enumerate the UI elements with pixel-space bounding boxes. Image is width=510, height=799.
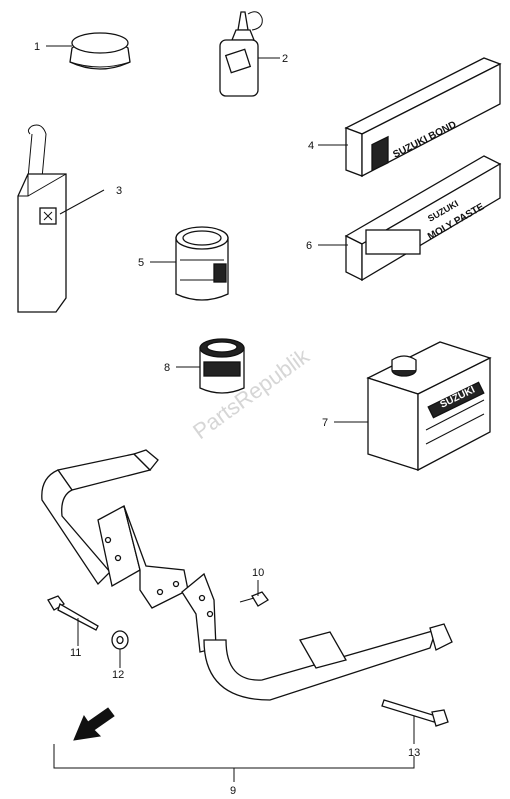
callout-6: 6 bbox=[306, 240, 312, 252]
part-8-tin bbox=[199, 338, 245, 394]
callout-13: 13 bbox=[408, 747, 420, 759]
part-7-square-can: SUZUKI bbox=[366, 341, 492, 472]
part-1-cap bbox=[69, 32, 131, 70]
part-5-can bbox=[175, 226, 229, 301]
part-2-bottle bbox=[219, 11, 263, 97]
part-12-washer bbox=[111, 630, 129, 650]
part-10-bolt bbox=[239, 591, 269, 607]
group-bracket-9 bbox=[53, 744, 415, 769]
part-4-bond-box: SUZUKI BOND bbox=[344, 57, 502, 178]
callout-2: 2 bbox=[282, 53, 288, 65]
part-6-paste-box: SUZUKI MOLY PASTE bbox=[344, 155, 502, 282]
part-3-tall-can bbox=[17, 124, 67, 313]
part-11-bolt bbox=[47, 595, 99, 631]
part-9-stand bbox=[41, 449, 453, 701]
callout-10: 10 bbox=[252, 567, 264, 579]
callout-12: 12 bbox=[112, 669, 124, 681]
front-arrow-icon bbox=[73, 707, 115, 741]
callout-1: 1 bbox=[34, 41, 40, 53]
callout-11: 11 bbox=[70, 647, 81, 659]
callout-9: 9 bbox=[230, 785, 236, 797]
callout-5: 5 bbox=[138, 257, 144, 269]
callout-8: 8 bbox=[164, 362, 170, 374]
part-13-bolt bbox=[381, 699, 449, 727]
callout-7: 7 bbox=[322, 417, 328, 429]
callout-3: 3 bbox=[116, 185, 122, 197]
callout-4: 4 bbox=[308, 140, 314, 152]
leader-3 bbox=[59, 189, 105, 215]
